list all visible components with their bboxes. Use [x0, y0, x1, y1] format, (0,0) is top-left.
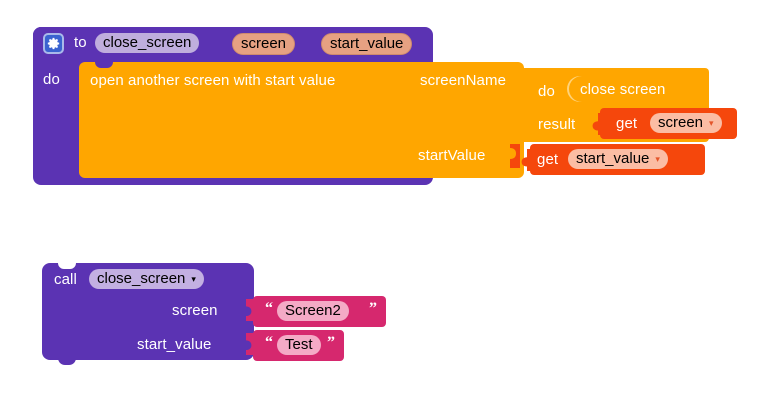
- socket-notch-startvalue: [508, 144, 520, 168]
- parameter-start-value-label: start_value: [321, 33, 413, 55]
- do-result-do-label: do: [538, 83, 555, 100]
- get-screen-keyword: get: [616, 115, 638, 132]
- definition-do-label: do: [43, 71, 60, 88]
- do-result-left-plug: [510, 74, 521, 96]
- call-keyword: call: [54, 271, 77, 288]
- close-screen-label: close screen: [580, 81, 666, 98]
- call-procedure-name: close_screen: [97, 270, 186, 287]
- procedure-name-text: close_screen: [95, 33, 200, 53]
- call-block-top-notch: [58, 263, 76, 269]
- definition-keyword-to: to: [74, 34, 87, 51]
- call-arg-label-screen: screen: [172, 302, 218, 319]
- get-screen-variable-dropdown[interactable]: screen ▾: [650, 113, 722, 133]
- text-value-field-test[interactable]: Test: [277, 335, 321, 355]
- get-screen-left-plug: [592, 113, 603, 135]
- call-socket-notch-screen: [244, 299, 255, 321]
- text-value-test: Test: [277, 335, 321, 355]
- open-screen-socket-label-startvalue: startValue: [418, 147, 486, 164]
- parameter-chip-screen[interactable]: screen: [232, 33, 296, 55]
- parameter-chip-start-value[interactable]: start_value: [321, 33, 413, 55]
- open-quote-glyph: “: [265, 334, 273, 351]
- close-quote-glyph: ”: [369, 300, 377, 317]
- open-screen-top-notch: [95, 62, 113, 68]
- close-screen-block[interactable]: [567, 76, 693, 102]
- gear-icon[interactable]: [43, 33, 64, 54]
- chevron-down-icon: ▾: [191, 274, 196, 284]
- do-result-result-label: result: [538, 116, 576, 133]
- text-value-field-screen2[interactable]: Screen2: [277, 301, 349, 321]
- procedure-name-field[interactable]: close_screen: [95, 33, 200, 53]
- get-start-value-variable-name: start_value: [576, 150, 650, 167]
- chevron-down-icon: ▾: [709, 118, 714, 128]
- open-quote-glyph: “: [265, 300, 273, 317]
- get-start-value-left-plug: [521, 149, 532, 171]
- open-screen-socket-label-screenname: screenName: [420, 72, 507, 89]
- open-screen-title: open another screen with start value: [90, 72, 336, 89]
- call-procedure-dropdown[interactable]: close_screen ▾: [89, 269, 204, 289]
- get-screen-variable-pill: screen ▾: [650, 113, 722, 133]
- parameter-screen-label: screen: [232, 33, 296, 55]
- text-value-screen2: Screen2: [277, 301, 349, 321]
- get-start-value-variable-dropdown[interactable]: start_value ▾: [568, 149, 668, 169]
- get-start-value-variable-pill: start_value ▾: [568, 149, 668, 169]
- get-start-value-keyword: get: [537, 151, 559, 168]
- call-procedure-pill: close_screen ▾: [89, 269, 204, 289]
- call-socket-notch-start-value: [244, 333, 255, 355]
- close-quote-glyph: ”: [327, 334, 335, 351]
- chevron-down-icon: ▾: [655, 154, 660, 164]
- get-screen-variable-name: screen: [658, 114, 704, 131]
- call-block-bottom-bump: [58, 358, 76, 365]
- call-arg-label-start-value: start_value: [137, 336, 212, 353]
- open-another-screen-block[interactable]: [79, 62, 524, 178]
